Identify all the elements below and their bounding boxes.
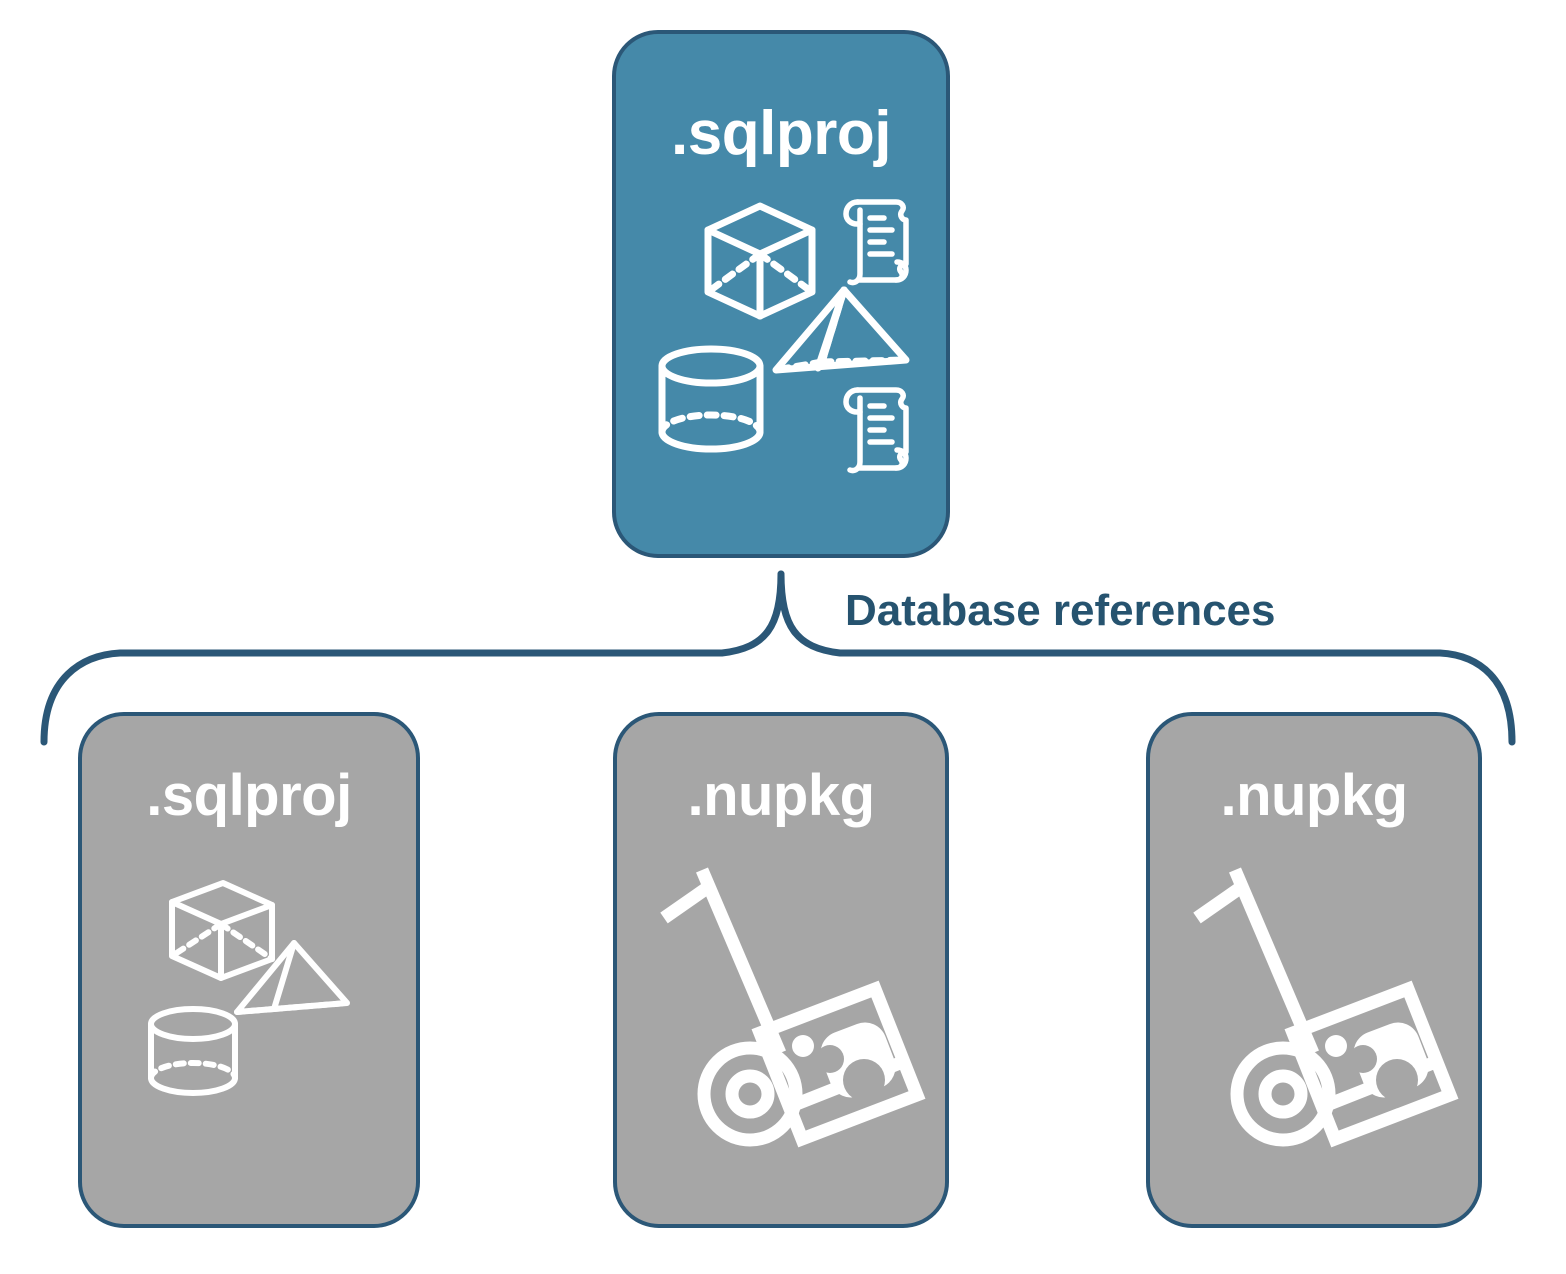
node-card-sqlproj-reference[interactable]: .sqlproj [78, 712, 420, 1228]
hand-truck-svg-2 [1193, 867, 1459, 1148]
scroll-icon [843, 199, 909, 286]
pyramid-front-edge [814, 286, 848, 372]
node-card-nupkg-1[interactable]: .nupkg [613, 712, 949, 1228]
brace-label-database-references: Database references [845, 586, 1276, 635]
cylinder-icon [148, 1006, 238, 1096]
scroll-icon [843, 387, 909, 474]
node-title-nupkg-2: .nupkg [1220, 763, 1408, 828]
cube-icon [169, 880, 275, 981]
hand-truck-svg-1 [660, 867, 926, 1148]
node-icon-group-nupkg-2 [1150, 856, 1478, 1156]
cylinder-icon [658, 345, 764, 453]
hand-truck-wheel-icon [1230, 1041, 1336, 1147]
pyramid-icon [234, 940, 350, 1015]
node-icon-group-sqlproj-reference [82, 866, 416, 1116]
sqlproj-reference-shapes-svg [148, 880, 350, 1096]
nuget-logo-holes [816, 1045, 885, 1101]
hand-truck-wheel-icon [697, 1041, 803, 1147]
node-title-sqlproj-root: .sqlproj [671, 99, 891, 168]
node-icon-group-root [616, 184, 946, 474]
node-icon-group-nupkg-1 [617, 856, 945, 1156]
sqlproj-shapes-svg [658, 199, 910, 474]
node-title-sqlproj-reference: .sqlproj [146, 763, 352, 828]
node-card-sqlproj-root[interactable]: .sqlproj [612, 30, 950, 558]
node-card-nupkg-2[interactable]: .nupkg [1146, 712, 1482, 1228]
node-title-nupkg-1: .nupkg [687, 763, 875, 828]
nuget-logo-holes [1349, 1045, 1418, 1101]
